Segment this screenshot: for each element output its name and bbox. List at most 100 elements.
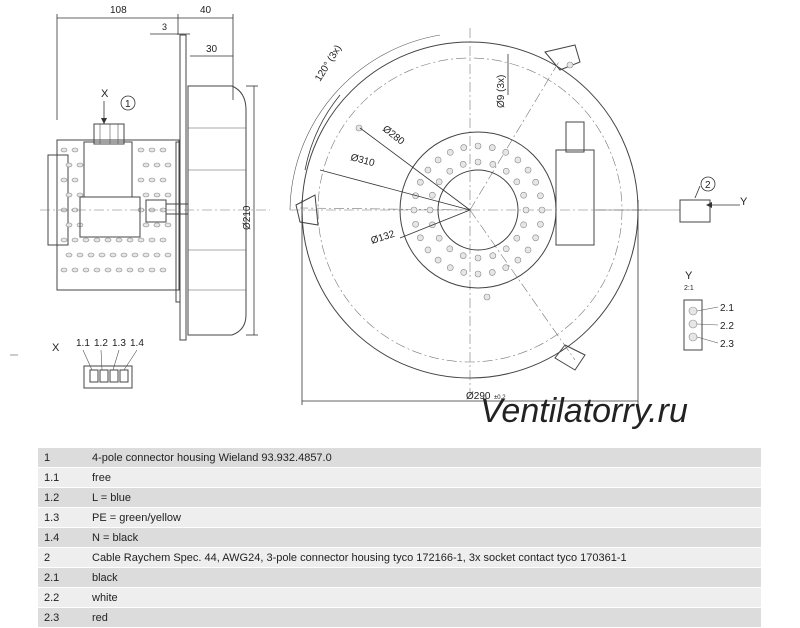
pin-1-4: 1.4 [130, 338, 144, 349]
pin-1-1: 1.1 [76, 338, 90, 349]
perforation-dot [71, 177, 79, 183]
perforation-dot [153, 162, 161, 168]
perforation-dot [159, 177, 167, 183]
watermark: Ventilatorry.ru [480, 392, 688, 430]
hub-hole [460, 269, 468, 276]
legend-ref: 1.3 [38, 507, 86, 528]
hub-hole [435, 234, 443, 242]
hub-hole [532, 178, 539, 186]
perforation-dot [98, 252, 106, 258]
dim-d290: Ø290 [466, 391, 491, 402]
perforation-dot [109, 252, 117, 258]
dim-108: 108 [110, 5, 127, 16]
housing-perforation [60, 147, 172, 273]
hub-hole [520, 191, 527, 199]
legend-text: free [86, 467, 761, 488]
dim-30: 30 [206, 44, 218, 55]
perforation-dot [148, 267, 156, 273]
perforation-dot [87, 252, 95, 258]
side-view: 108 40 3 30 Ø210 [40, 5, 270, 341]
perforation-dot [93, 237, 101, 243]
pin-2-3: 2.3 [720, 339, 734, 350]
hub-hole [514, 156, 522, 164]
connector-y-view: Y 2:1 2.1 2.2 2.3 [683, 270, 734, 351]
perforation-dot [126, 237, 134, 243]
hub-hole [446, 245, 454, 253]
technical-drawing: 108 40 3 30 Ø210 [10, 5, 748, 430]
perforation-dot [65, 162, 73, 168]
perforation-dot [115, 237, 123, 243]
dim-40: 40 [200, 5, 212, 16]
hub-hole [434, 256, 442, 264]
perforation-dot [159, 147, 167, 153]
dim-d210: Ø210 [242, 205, 253, 230]
hub-hole [412, 220, 419, 228]
legend-text: white [86, 587, 761, 608]
dim-d132: Ø132 [370, 229, 397, 247]
pin-1-3: 1.3 [112, 338, 126, 349]
hub-hole [446, 264, 454, 271]
legend-ref: 2 [38, 547, 86, 568]
hub-hole [522, 206, 530, 214]
hub-hole [459, 252, 467, 259]
perforation-dot [65, 222, 73, 228]
hub-hole [502, 149, 510, 156]
perforation-dot [115, 267, 123, 273]
hub-hole [488, 269, 496, 276]
legend-text: N = black [86, 527, 761, 548]
perforation-dot [142, 192, 150, 198]
hub-hole [502, 167, 510, 175]
legend-text: 4-pole connector housing Wieland 93.932.… [86, 448, 761, 468]
perforation-dot [104, 267, 112, 273]
connector-y-scale: 2:1 [684, 285, 694, 292]
perforation-dot [131, 252, 139, 258]
hub-hole [488, 144, 496, 151]
hub-hole [474, 254, 482, 262]
perforation-dot [65, 192, 73, 198]
connector-y-title: Y [685, 270, 693, 282]
perforation-dot [137, 147, 145, 153]
hub-hole [520, 221, 527, 229]
hub-hole [537, 220, 544, 228]
hub-hole [524, 246, 532, 254]
perforation-dot [60, 147, 68, 153]
legend-ref: 1.4 [38, 527, 86, 548]
hub-hole [474, 142, 482, 150]
hub-hole [424, 166, 432, 174]
hub-hole [537, 192, 544, 200]
dim-d310: Ø310 [349, 152, 376, 169]
hub-hole [502, 264, 510, 271]
hub-hole [435, 178, 443, 186]
perforation-dot [76, 192, 84, 198]
callout-1: 1 [125, 99, 131, 110]
perforation-dot [153, 252, 161, 258]
legend-ref: 2.2 [38, 587, 86, 608]
callout-2: 2 [705, 180, 711, 191]
hub-hole [513, 234, 521, 242]
perforation-dot [71, 237, 79, 243]
hub-hole [459, 161, 467, 168]
legend-ref: 1 [38, 448, 86, 468]
front-view: Y 2 120° (3x) Ø9 (3x) Ø280 Ø310 Ø132 Ø29… [289, 28, 748, 405]
perforation-dot [142, 222, 150, 228]
perforation-dot [137, 237, 145, 243]
dim-3: 3 [162, 22, 167, 32]
perforation-dot [76, 252, 84, 258]
view-x-label: X [101, 88, 109, 100]
perforation-dot [159, 237, 167, 243]
pin-2-1: 2.1 [720, 303, 734, 314]
dim-d280: Ø280 [380, 124, 406, 148]
perforation-dot [137, 267, 145, 273]
hub-hole [410, 206, 418, 214]
perforation-dot [76, 162, 84, 168]
pin-1-2: 1.2 [94, 338, 108, 349]
perforation-dot [60, 177, 68, 183]
view-y-label: Y [740, 196, 748, 208]
hub-hole [532, 234, 539, 242]
